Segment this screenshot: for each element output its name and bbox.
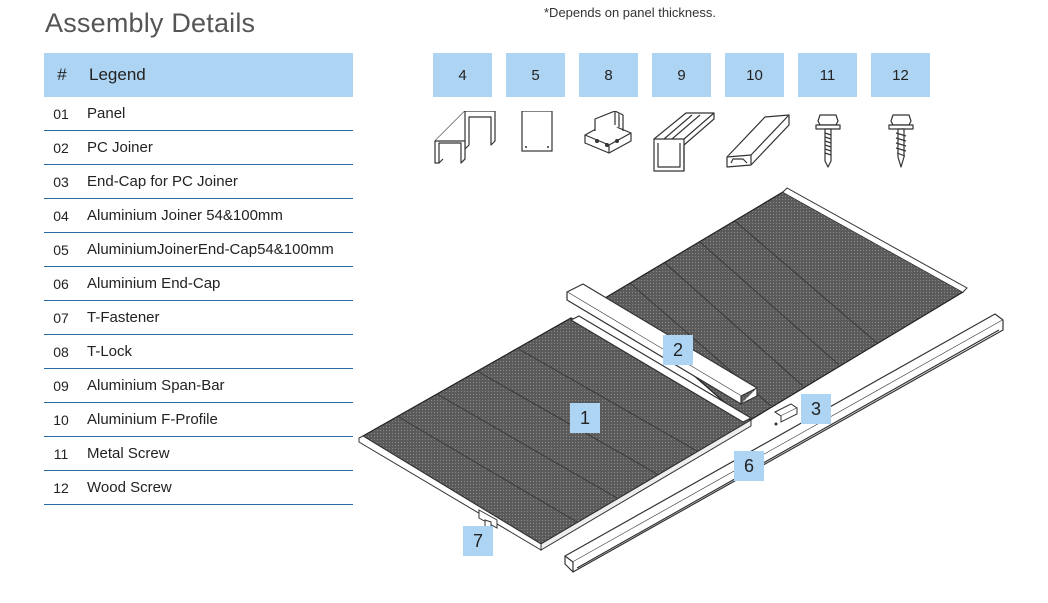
legend-header: # Legend	[44, 53, 353, 97]
part-10: 10	[725, 53, 790, 168]
legend-label: Wood Screw	[87, 479, 172, 496]
end-cap	[774, 403, 798, 423]
legend-num: 05	[53, 241, 69, 258]
legend-num: 11	[53, 445, 69, 462]
wood-screw-icon	[888, 114, 914, 168]
legend-row: 02 PC Joiner	[44, 131, 353, 165]
legend-label: Aluminium F-Profile	[87, 411, 218, 428]
callout-1: 1	[570, 403, 600, 433]
thickness-note: *Depends on panel thickness.	[544, 5, 717, 20]
legend-label: Metal Screw	[87, 445, 170, 462]
legend-num: 08	[53, 343, 69, 360]
legend-label: PC Joiner	[87, 139, 153, 156]
part-number-box: 10	[725, 53, 784, 97]
legend-num: 06	[53, 275, 69, 292]
part-5: 5	[506, 53, 565, 152]
callout-3: 3	[801, 394, 831, 424]
legend-num: 12	[53, 479, 69, 496]
part-number-box: 5	[506, 53, 565, 97]
aluminium-end-cap-bar	[564, 313, 1004, 573]
legend-num: 04	[53, 207, 69, 224]
legend-row: 09 Aluminium Span-Bar	[44, 369, 353, 403]
legend-num: 07	[53, 309, 69, 326]
legend-label: Aluminium End-Cap	[87, 275, 221, 292]
legend-row: 03 End-Cap for PC Joiner	[44, 165, 353, 199]
legend-row: 10 Aluminium F-Profile	[44, 403, 353, 437]
legend-num: 02	[53, 139, 69, 156]
t-lock-icon	[584, 111, 632, 154]
metal-screw-icon	[815, 114, 841, 168]
legend-table: # Legend 01 Panel 02 PC Joiner 03 End-Cap f…	[44, 53, 353, 505]
legend-num: 01	[53, 105, 69, 122]
legend-label: Aluminium Joiner 54&100mm	[87, 207, 283, 224]
joiner-end-cap-icon	[521, 111, 553, 152]
part-number-box: 12	[871, 53, 930, 97]
legend-header-num: #	[57, 65, 67, 84]
part-4: 4	[433, 53, 496, 164]
legend-row: 05 AluminiumJoinerEnd-Cap54&100mm	[44, 233, 353, 267]
legend-label: End-Cap for PC Joiner	[87, 173, 238, 190]
part-number-box: 8	[579, 53, 638, 97]
legend-row: 06 Aluminium End-Cap	[44, 267, 353, 301]
part-9: 9	[652, 53, 715, 172]
legend-row: 12 Wood Screw	[44, 471, 353, 505]
legend-row: 11 Metal Screw	[44, 437, 353, 471]
part-11: 11	[798, 53, 857, 168]
pc-joiner	[566, 283, 758, 423]
part-number-box: 11	[798, 53, 857, 97]
span-bar-icon	[653, 112, 715, 172]
legend-label: Panel	[87, 105, 126, 122]
legend-label: T-Lock	[87, 343, 133, 360]
legend-num: 09	[53, 377, 69, 394]
f-profile-icon	[726, 114, 790, 168]
legend-row: 07 T-Fastener	[44, 301, 353, 335]
assembly-diagram	[358, 187, 1004, 573]
callout-2: 2	[663, 335, 693, 365]
part-8: 8	[579, 53, 638, 154]
aluminium-joiner-icon	[434, 111, 496, 164]
legend-label: AluminiumJoinerEnd-Cap54&100mm	[87, 241, 334, 258]
legend-row: 01 Panel	[44, 97, 353, 131]
page-title: Assembly Details	[45, 8, 256, 38]
legend-label: T-Fastener	[87, 309, 160, 326]
callout-6: 6	[734, 451, 764, 481]
legend-header-label: Legend	[89, 65, 146, 84]
part-number-box: 4	[433, 53, 492, 97]
legend-num: 10	[53, 411, 69, 428]
legend-label: Aluminium Span-Bar	[87, 377, 225, 394]
legend-num: 03	[53, 173, 69, 190]
part-12: 12	[871, 53, 930, 168]
callout-7: 7	[463, 526, 493, 556]
legend-row: 08 T-Lock	[44, 335, 353, 369]
legend-row: 04 Aluminium Joiner 54&100mm	[44, 199, 353, 233]
part-number-box: 9	[652, 53, 711, 97]
